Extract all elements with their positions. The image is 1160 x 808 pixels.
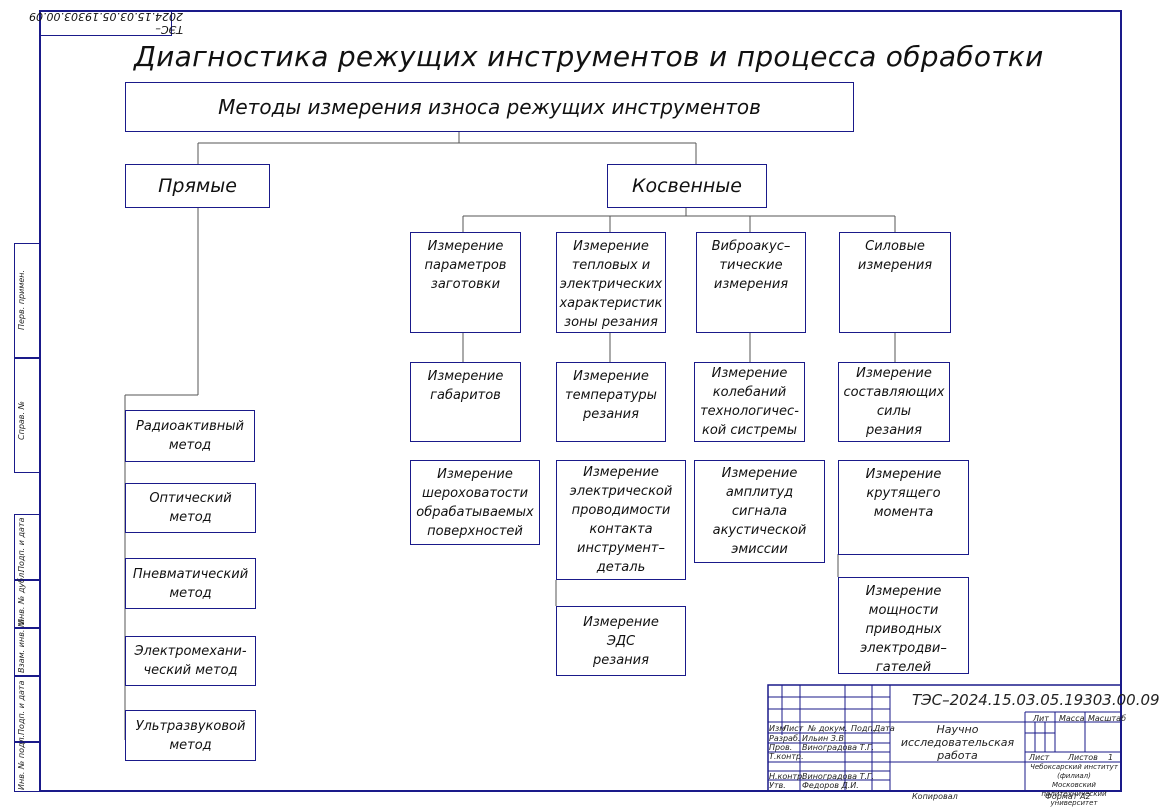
tb-col-doc: № докум. <box>808 724 848 733</box>
tb-sheets-count: 1 <box>1108 753 1114 762</box>
node-torque: Измерение крутящего момента <box>838 460 969 555</box>
branch-direct: Прямые <box>125 164 270 208</box>
root-node: Методы измерения износа режущих инструме… <box>125 82 854 132</box>
tb-name: Виноградова Т.Г. <box>802 772 875 781</box>
connector-lines <box>124 131 896 740</box>
diagram-title: Диагностика режущих инструментов и проце… <box>134 40 1044 73</box>
group-thermal-electrical: Измерение тепловых и электрических харак… <box>556 232 666 333</box>
tb-col-list: Лист <box>783 724 804 733</box>
title-block-work: Научно исследовательская работа <box>900 723 1015 762</box>
group-force: Силовые измерения <box>839 232 951 333</box>
node-acoustic-emission: Измерение амплитуд сигнала акустической … <box>694 460 825 563</box>
tb-copied: Копировал <box>912 792 958 801</box>
tb-format: Формат А2 <box>1045 792 1091 801</box>
direct-method-pneumatic: Пневматический метод <box>125 558 256 609</box>
node-conductivity: Измерение электрической проводимости кон… <box>556 460 686 580</box>
tb-role: Разраб. <box>769 734 801 743</box>
drawing-frame <box>39 10 1122 792</box>
node-dimensions: Измерение габаритов <box>410 362 521 442</box>
node-temperature: Измерение температуры резания <box>556 362 666 442</box>
direct-method-ultrasonic: Ультразвуковой метод <box>125 710 256 761</box>
node-force-components: Измерение составляющих силы резания <box>838 362 950 442</box>
group-workpiece: Измерение параметров заготовки <box>410 232 521 333</box>
direct-method-optical: Оптический метод <box>125 483 256 533</box>
title-block-grid <box>767 684 1122 792</box>
node-vibrations: Измерение колебаний технологичес- кой си… <box>694 362 805 442</box>
tb-org: Чебоксарский институт (филиал) Московски… <box>1030 763 1118 807</box>
group-vibroacoustic: Виброакус– тические измерения <box>696 232 806 333</box>
direct-method-electromechanical: Электромехани- ческий метод <box>125 636 256 686</box>
direct-method-radioactive: Радиоактивный метод <box>125 410 255 462</box>
tb-name: Федоров Д.И. <box>802 781 859 790</box>
tb-role: Утв. <box>769 781 786 790</box>
tb-sheet-label: Лист <box>1029 753 1050 762</box>
tb-col-date: Дата <box>874 724 895 733</box>
tb-role: Т.контр. <box>769 752 804 761</box>
title-block-code: ТЭС–2024.15.03.05.19303.00.09 <box>912 691 1160 709</box>
tb-sheets-label: Листов <box>1068 753 1098 762</box>
tb-scale-label: Масштаб <box>1088 714 1127 723</box>
tb-role: Н.контр. <box>769 772 805 781</box>
branch-indirect: Косвенные <box>607 164 767 208</box>
node-roughness: Измерение шероховатости обрабатываемых п… <box>410 460 540 545</box>
tb-name: Ильин З.В. <box>802 734 847 743</box>
tb-mass-label: Масса <box>1059 714 1085 723</box>
node-emf: Измерение ЭДС резания <box>556 606 686 676</box>
tb-lit-label: Лит <box>1033 714 1049 723</box>
tb-role: Пров. <box>769 743 793 752</box>
tb-col-izm: Изм <box>769 724 786 733</box>
node-motor-power: Измерение мощности приводных электродви–… <box>838 577 969 675</box>
tb-col-sign: Подп. <box>851 724 876 733</box>
tb-name: Виноградова Т.Г. <box>802 743 875 752</box>
